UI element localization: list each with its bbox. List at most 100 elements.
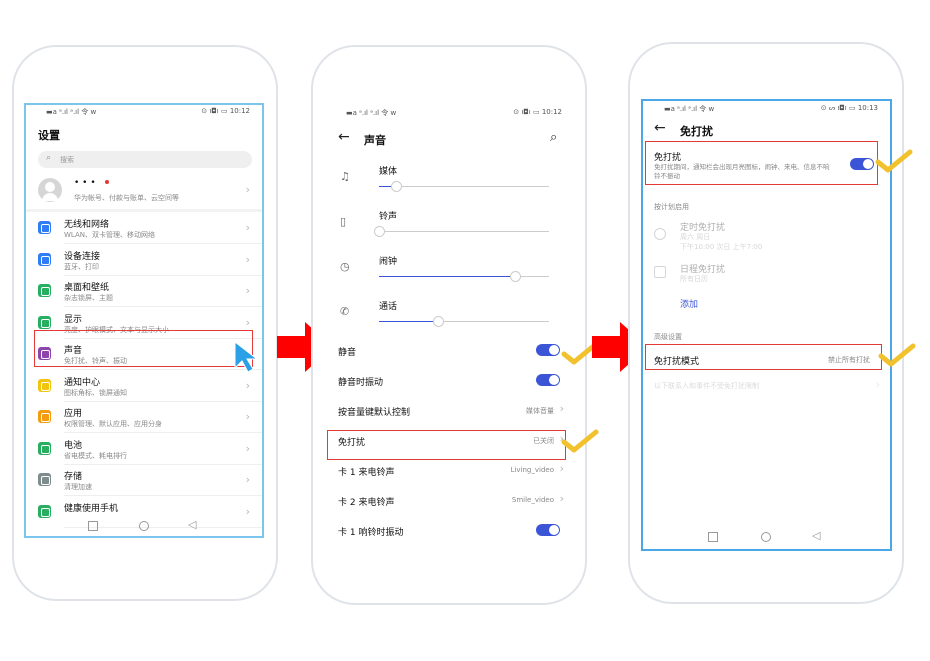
volume-slider[interactable] [379, 181, 549, 192]
settings-item[interactable]: 设备连接蓝牙、打印› [24, 245, 264, 276]
calendar-icon [654, 266, 666, 278]
checkmark-icon [878, 343, 916, 367]
volume-slider-thumb[interactable] [433, 316, 444, 327]
divider [64, 337, 264, 339]
back-arrow-icon[interactable]: ← [654, 120, 666, 136]
volume-slider-thumb[interactable] [510, 271, 521, 282]
settings-item-title: 电池 [64, 440, 83, 451]
chevron-right-icon: › [245, 410, 250, 423]
settings-item-icon [38, 504, 51, 518]
divider [64, 243, 264, 244]
home-icon[interactable] [761, 532, 771, 542]
add-schedule-link[interactable]: 添加 [680, 300, 699, 310]
settings-item[interactable]: 存储清理加速› [24, 465, 264, 496]
volume-slider[interactable] [379, 271, 549, 282]
sound-setting-row[interactable]: 静音时振动 [324, 366, 576, 395]
dnd-toggle-row[interactable]: 免打扰 免打扰期间，通知栏会出现月亮图标，闹钟、来电、信息不响铃不振动 [642, 144, 892, 184]
settings-item[interactable]: 健康使用手机› [24, 497, 264, 528]
sound-setting-row[interactable]: 按音量键默认控制媒体音量› [324, 396, 576, 425]
settings-item-title: 通知中心 [64, 377, 101, 388]
exceptions-label: 以下联系人和事件不受免打扰限制 [654, 382, 759, 390]
status-icons-right: ⊙ ı◘ı ▭ 10:12 [201, 107, 250, 115]
divider [64, 400, 264, 402]
schedule-section-header: 按计划启用 [654, 203, 689, 211]
clock-icon [654, 228, 666, 240]
chevron-right-icon: › [245, 284, 250, 297]
back-arrow-icon[interactable]: ← [338, 129, 350, 145]
notification-dot [105, 180, 109, 184]
home-icon[interactable] [139, 521, 149, 531]
status-icons-right: ⊙ ı◘ı ▭ 10:12 [513, 108, 562, 116]
settings-item-sub: 免打扰、铃声、振动 [64, 357, 127, 365]
dnd-toggle[interactable] [850, 158, 874, 170]
recents-icon[interactable] [708, 532, 718, 542]
screen-settings: ▬a ᵃ.ıl ᵃ.ıl 令 ᴡ ⊙ ı◘ı ▭ 10:12 设置 ⌕ 搜索 •… [24, 103, 264, 538]
sound-setting-row[interactable]: 静音 [324, 336, 576, 365]
settings-item[interactable]: 显示亮度、护眼模式、文本与显示大小› [24, 308, 264, 339]
account-row[interactable]: • • • 华为帐号、付款与账单、云空间等 › [24, 175, 264, 205]
screen-dnd: ▬a ᵃ.ıl ᵃ.ıl 令 ᴡ ⊙ ᔕ ı◘ı ▭ 10:13 ← 免打扰 免… [642, 100, 892, 550]
dnd-mode-row[interactable]: 免打扰模式 禁止所有打扰 [642, 348, 892, 370]
volume-label: 通话 [379, 302, 398, 312]
chevron-right-icon: › [245, 221, 250, 234]
settings-item-sub: 权限管理、默认应用、应用分身 [64, 420, 162, 428]
setting-value: 媒体音量 [526, 407, 554, 415]
highlight-box-dnd [327, 430, 566, 460]
settings-item-title: 应用 [64, 409, 83, 419]
chevron-right-icon: › [559, 402, 564, 415]
avatar [38, 178, 62, 202]
volume-slider-thumb[interactable] [391, 181, 402, 192]
settings-item[interactable]: 应用权限管理、默认应用、应用分身 › [24, 402, 264, 433]
nav-bar: ◁ [642, 529, 892, 546]
divider [64, 369, 264, 370]
toggle-switch[interactable] [536, 524, 560, 536]
search-input[interactable]: ⌕ 搜索 [38, 151, 252, 168]
sound-setting-row[interactable]: 卡 1 响铃时振动 [324, 516, 576, 544]
schedule-calendars: 所有日历 [680, 275, 708, 283]
search-icon[interactable]: ⌕ [550, 130, 558, 145]
back-icon[interactable]: ◁ [812, 529, 821, 542]
volume-row: ♫媒体 [324, 156, 576, 200]
sound-setting-row[interactable]: 免打扰已关闭› [324, 426, 576, 455]
schedule-time: 下午10:00 次日 上午7:00 [680, 243, 763, 251]
settings-item-icon [38, 315, 51, 329]
settings-item-title: 无线和网络 [64, 220, 110, 230]
chevron-right-icon: › [875, 378, 880, 391]
setting-value: 已关闭 [533, 437, 554, 445]
settings-item-icon [38, 221, 51, 234]
volume-slider-thumb[interactable] [374, 226, 385, 237]
settings-item-title: 健康使用手机 [64, 503, 119, 514]
volume-label: 媒体 [379, 167, 398, 177]
volume-slider[interactable] [379, 316, 549, 327]
toggle-switch[interactable] [536, 374, 560, 386]
status-bar: ▬a ᵃ.ıl ᵃ.ıl 令 ᴡ ⊙ ı◘ı ▭ 10:12 [324, 104, 576, 120]
recents-icon[interactable] [88, 521, 98, 531]
divider [64, 495, 264, 496]
setting-value: Living_video [510, 466, 554, 474]
status-icons-left: ▬a ᵃ.ıl ᵃ.ıl 令 ᴡ [664, 105, 715, 113]
checkmark-icon [875, 149, 913, 173]
settings-item[interactable]: 桌面和壁纸杂志锁屏、主题› [24, 276, 264, 307]
setting-label: 免打扰 [338, 438, 366, 448]
exceptions-row[interactable]: 以下联系人和事件不受免打扰限制 › [642, 378, 892, 396]
volume-row: ▯铃声 [324, 201, 576, 245]
settings-item-sub: 图标角标、锁屏通知 [64, 388, 127, 397]
page-title: 声音 [364, 134, 386, 147]
schedule-item[interactable]: 定时免打扰 周六 周日 下午10:00 次日 上午7:00 [642, 218, 892, 258]
settings-item[interactable]: 电池省电模式、耗电排行› [24, 434, 264, 465]
toggle-switch[interactable] [536, 344, 560, 356]
setting-value: Smile_video [511, 496, 554, 504]
divider [64, 306, 264, 307]
volume-slider[interactable] [374, 226, 549, 237]
settings-item-title: 桌面和壁纸 [64, 283, 110, 293]
setting-label: 卡 1 来电铃声 [338, 468, 395, 478]
schedule-item[interactable]: 日程免打扰 所有日历 [642, 260, 892, 290]
settings-item[interactable]: 通知中心图标角标、锁屏通知› [24, 371, 264, 402]
advanced-section-header: 高级设置 [654, 333, 682, 341]
screen-border [641, 99, 892, 551]
divider [64, 432, 264, 433]
back-icon[interactable]: ◁ [188, 518, 197, 531]
